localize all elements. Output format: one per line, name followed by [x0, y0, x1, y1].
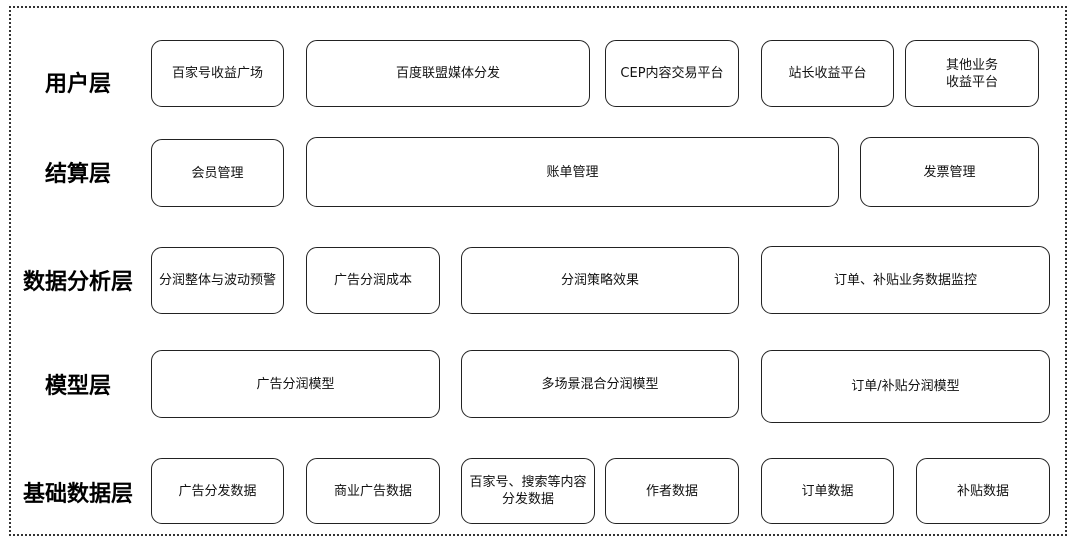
- box-label: 分润策略效果: [560, 273, 639, 288]
- box-label: 广告分润模型: [256, 376, 335, 392]
- box-order-data: 订单数据: [761, 458, 894, 524]
- box-bill-management: 账单管理: [306, 137, 839, 207]
- box-share-strategy-effect: 分润策略效果: [461, 247, 739, 314]
- box-share-overview-alert: 分润整体与波动预警: [151, 247, 284, 314]
- box-label: 订单数据: [801, 483, 854, 499]
- box-ad-share-cost: 广告分润成本: [306, 247, 440, 314]
- layer-label-user: 用户层: [44, 72, 111, 97]
- box-order-subsidy-share-model: 订单/补贴分润模型: [761, 350, 1050, 423]
- box-label: CEP内容交易平台: [620, 66, 724, 81]
- box-content-distribution-data: 百家号、搜索等内容 分发数据: [461, 458, 595, 524]
- box-label: 会员管理: [191, 165, 244, 181]
- layer-label-model: 模型层: [44, 374, 111, 399]
- box-multi-scene-share-model: 多场景混合分润模型: [461, 350, 739, 418]
- box-label: 账单管理: [546, 164, 599, 180]
- box-label: 商业广告数据: [333, 483, 412, 499]
- box-cep-platform: CEP内容交易平台: [605, 40, 739, 107]
- box-label: 发票管理: [923, 164, 976, 180]
- box-other-business-platform: 其他业务 收益平台: [905, 40, 1039, 107]
- box-label: 百家号、搜索等内容 分发数据: [469, 475, 587, 507]
- box-label: 订单/补贴分润模型: [851, 379, 960, 394]
- box-label: 订单、补贴业务数据监控: [833, 272, 977, 288]
- diagram-frame: [9, 6, 1067, 536]
- box-label: 分润整体与波动预警: [158, 273, 276, 288]
- box-label: 多场景混合分润模型: [541, 376, 659, 392]
- box-baidu-union-media: 百度联盟媒体分发: [306, 40, 590, 107]
- box-label: 广告分润成本: [333, 273, 412, 288]
- box-label: 站长收益平台: [788, 66, 867, 81]
- box-label: 补贴数据: [956, 483, 1009, 499]
- box-author-data: 作者数据: [605, 458, 739, 524]
- box-order-subsidy-monitoring: 订单、补贴业务数据监控: [761, 246, 1050, 314]
- box-label: 百度联盟媒体分发: [395, 66, 500, 81]
- box-ad-share-model: 广告分润模型: [151, 350, 440, 418]
- box-subsidy-data: 补贴数据: [916, 458, 1050, 524]
- box-baijiahao-revenue-plaza: 百家号收益广场: [151, 40, 284, 107]
- box-commercial-ad-data: 商业广告数据: [306, 458, 440, 524]
- layer-label-settlement: 结算层: [44, 162, 111, 187]
- box-webmaster-revenue-platform: 站长收益平台: [761, 40, 894, 107]
- box-invoice-management: 发票管理: [860, 137, 1039, 207]
- layer-label-base-data: 基础数据层: [22, 482, 133, 507]
- box-label: 作者数据: [645, 483, 698, 499]
- box-label: 其他业务 收益平台: [945, 57, 998, 90]
- box-label: 百家号收益广场: [171, 66, 263, 81]
- box-member-management: 会员管理: [151, 139, 284, 207]
- layer-label-data-analysis: 数据分析层: [22, 270, 133, 295]
- box-ad-distribution-data: 广告分发数据: [151, 458, 284, 524]
- box-label: 广告分发数据: [178, 483, 257, 499]
